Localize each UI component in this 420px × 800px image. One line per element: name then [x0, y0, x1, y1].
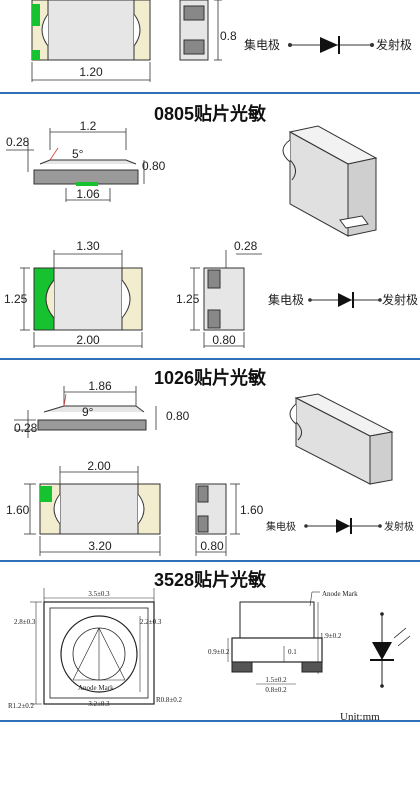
- 1026-3d-view: [289, 393, 394, 485]
- 1026-angle-label: 9°: [82, 405, 94, 419]
- 0805-end-top-label: 0.28: [234, 239, 258, 253]
- divider-2: [0, 358, 420, 360]
- 0805-end-height-label: 1.25: [176, 292, 200, 306]
- 0805-front-view: 1.30 1.25 2.00: [4, 239, 143, 348]
- top-collector-label: 集电极: [244, 37, 280, 52]
- 3528-top-bottom-label: 3.2±0.3: [88, 700, 110, 708]
- 0805-angle-label: 5°: [72, 147, 84, 161]
- 3528-drawings: 3.5±0.3 2.8±0.3 2.2±0.3 Anode Mark 3.2±0…: [8, 588, 411, 723]
- 0805-diode-symbol: 集电极 发射极: [268, 292, 418, 308]
- 1026-end-view: 1.60 0.80: [195, 483, 264, 556]
- 3528-side-gap-label: 0.1: [288, 648, 297, 656]
- top-width-label: 1.20: [79, 65, 103, 79]
- 1026-side-height-label: 0.80: [166, 409, 190, 423]
- section-top: 1.20 0.8 集电极 发射极: [0, 0, 420, 92]
- top-emitter-label: 发射极: [376, 37, 412, 52]
- section-1026: 1.86 9° 0.28 0.80 2.00: [0, 379, 420, 562]
- section-1026-title: 1026贴片光敏: [153, 368, 267, 388]
- 1026-collector-label: 集电极: [266, 520, 296, 533]
- 1026-side-top-label: 1.86: [88, 379, 112, 393]
- 3528-top-radius-left: R1.2±0.2: [8, 702, 35, 710]
- divider-3: [0, 560, 420, 562]
- 1026-front-bottom-label: 3.20: [88, 539, 112, 553]
- 1026-side-view: 1.86 9° 0.28 0.80: [14, 379, 190, 438]
- 0805-front-top-label: 1.30: [76, 239, 100, 253]
- 1026-drawings: 1.86 9° 0.28 0.80 2.00: [6, 379, 414, 556]
- 0805-side-view: 1.2 0.28 5° 0.80 1.06: [6, 119, 166, 202]
- 3528-top-width-label: 3.5±0.3: [88, 590, 110, 598]
- divider-1: [0, 92, 420, 94]
- 1026-diode-symbol: 集电极 发射极: [266, 518, 414, 534]
- top-height-label: 0.8: [220, 29, 237, 43]
- divider-4: [0, 720, 420, 722]
- 1026-front-top-label: 2.00: [87, 459, 111, 473]
- 1026-end-bottom-label: 0.80: [200, 539, 224, 553]
- 3528-side-view: Anode Mark 1.9±0.2 0.9±0.2 0.1 1.5±0.2 0…: [208, 590, 358, 694]
- 0805-front-bottom-label: 2.00: [76, 333, 100, 347]
- 3528-photodiode-symbol: [370, 612, 411, 688]
- 0805-end-bottom-label: 0.80: [212, 333, 236, 347]
- 1026-emitter-label: 发射极: [384, 520, 414, 533]
- section-3528: 3.5±0.3 2.8±0.3 2.2±0.3 Anode Mark 3.2±0…: [0, 584, 420, 734]
- 3528-top-radius-right: R0.8±0.2: [156, 696, 183, 704]
- section-3528-title: 3528贴片光敏: [153, 570, 267, 590]
- 0805-collector-label: 集电极: [268, 292, 304, 307]
- 3528-side-anode-label: Anode Mark: [322, 590, 358, 598]
- 0805-emitter-label: 发射极: [382, 292, 418, 307]
- top-end-view: 0.8: [179, 0, 237, 61]
- 3528-side-height-left: 0.9±0.2: [208, 648, 230, 656]
- 0805-side-bottom-label: 1.06: [76, 187, 100, 201]
- 1026-side-left-label: 0.28: [14, 421, 38, 435]
- section-0805-title: 0805贴片光敏: [153, 104, 267, 124]
- 0805-drawings: 1.2 0.28 5° 0.80 1.06: [4, 119, 418, 348]
- 3528-top-view: 3.5±0.3 2.8±0.3 2.2±0.3 Anode Mark 3.2±0…: [8, 588, 183, 710]
- section-0805: 1.2 0.28 5° 0.80 1.06: [0, 119, 420, 360]
- 0805-side-top-label: 1.2: [80, 119, 97, 133]
- 3528-top-inner-label: 2.2±0.3: [140, 618, 162, 626]
- 1026-front-view: 2.00 1.60 3.20: [6, 459, 161, 556]
- top-front-view: 1.20: [31, 0, 151, 82]
- 1026-front-height-label: 1.60: [6, 503, 30, 517]
- 3528-side-height-right: 1.9±0.2: [320, 632, 342, 640]
- 3528-side-pad-label: 1.5±0.2: [265, 676, 287, 684]
- 3528-side-pad2-label: 0.8±0.2: [265, 686, 287, 694]
- 0805-side-left-label: 0.28: [6, 135, 30, 149]
- 0805-end-view: 0.28 1.25 0.80: [176, 239, 262, 348]
- 3528-top-height-label: 2.8±0.3: [14, 618, 36, 626]
- 0805-front-height-label: 1.25: [4, 292, 28, 306]
- 0805-3d-view: [282, 125, 378, 237]
- top-diode-symbol: 集电极 发射极: [244, 36, 412, 54]
- top-drawings: 1.20 0.8 集电极 发射极: [31, 0, 412, 82]
- 1026-end-height-label: 1.60: [240, 503, 264, 517]
- 0805-side-height-label: 0.80: [142, 159, 166, 173]
- 3528-top-anode-label: Anode Mark: [78, 684, 114, 692]
